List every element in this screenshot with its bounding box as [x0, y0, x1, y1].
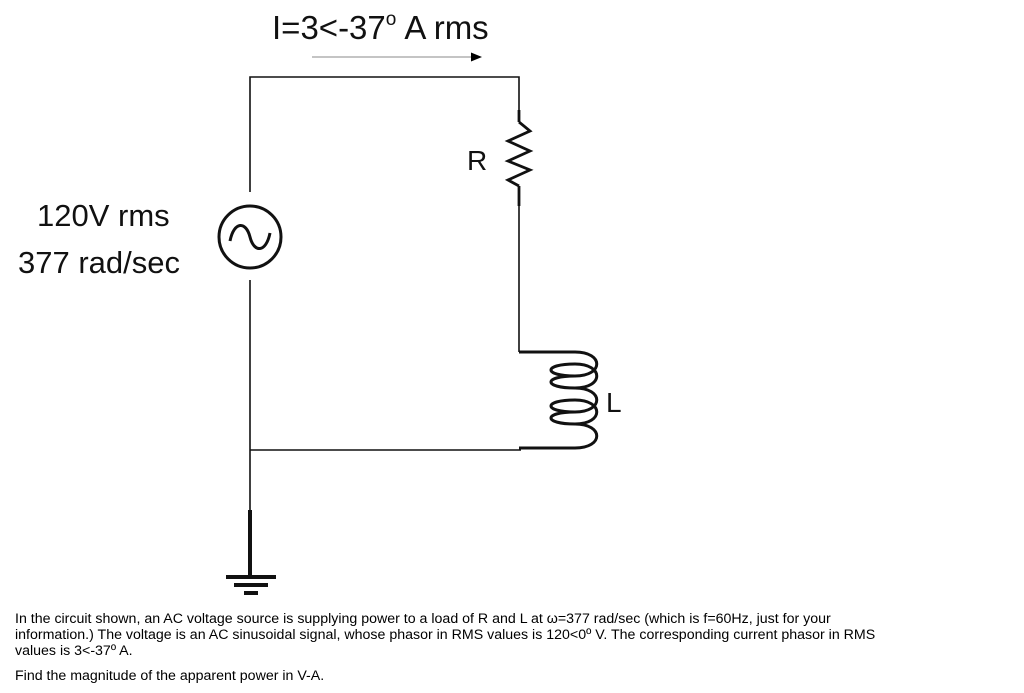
circuit-wires — [249, 76, 521, 515]
resistor-symbol — [504, 110, 534, 206]
problem-line-1: In the circuit shown, an AC voltage sour… — [15, 611, 831, 627]
inductor-label: L — [606, 387, 622, 418]
problem-line-3: values is 3<-37º A. — [15, 643, 133, 659]
problem-line-2: information.) The voltage is an AC sinus… — [15, 627, 876, 643]
resistor-label: R — [467, 145, 487, 176]
problem-statement: In the circuit shown, an AC voltage sour… — [15, 611, 1024, 684]
problem-question: Find the magnitude of the apparent power… — [15, 668, 325, 684]
inductor-symbol — [519, 350, 599, 450]
ground-icon — [226, 510, 276, 595]
source-frequency-label: 377 rad/sec — [18, 245, 180, 280]
ac-source-icon — [217, 204, 283, 270]
source-voltage-label: 120V rms — [37, 198, 170, 233]
current-arrow-icon — [312, 52, 482, 62]
